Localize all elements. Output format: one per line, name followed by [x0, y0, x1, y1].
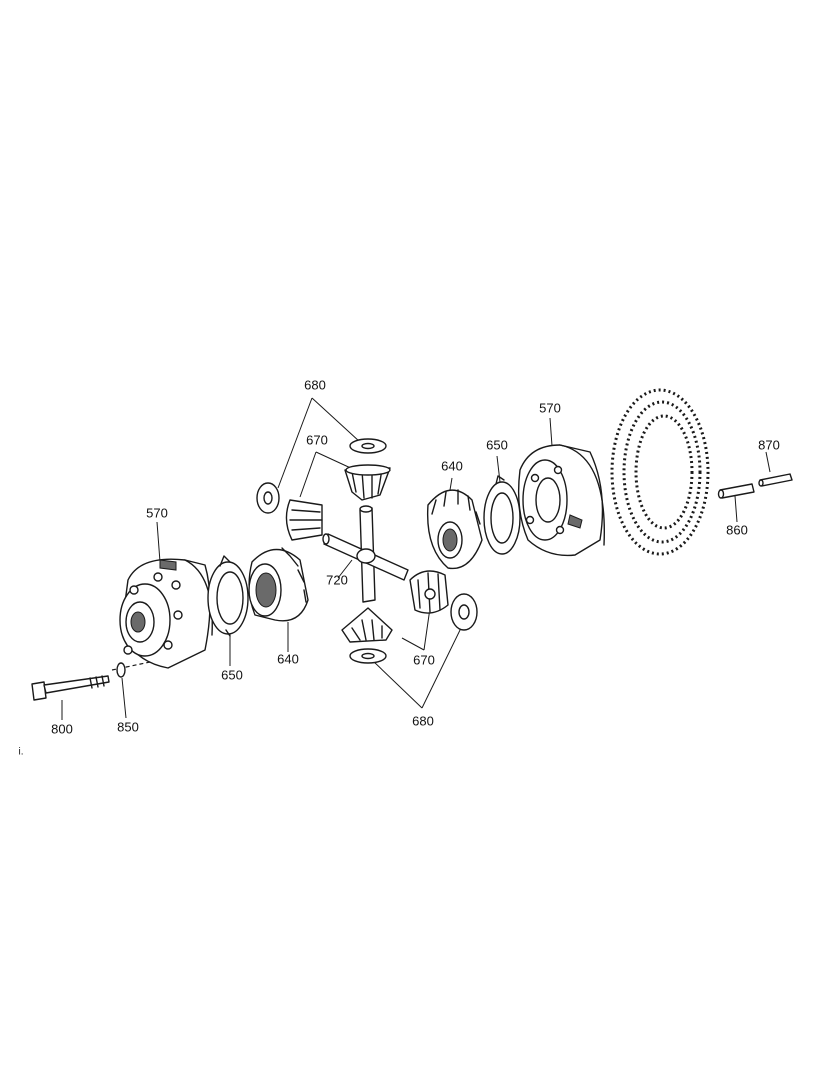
leader-lines — [61, 397, 771, 720]
callout-670-top: 670 — [306, 432, 328, 448]
bolt-800 — [31, 675, 110, 701]
callout-680-bottom: 680 — [412, 713, 434, 729]
stray-mark: i. — [18, 746, 24, 758]
left-pinion-gear — [285, 499, 323, 541]
left-gasket — [207, 555, 249, 637]
bottom-thrust-washer — [349, 648, 387, 664]
callout-850: 850 — [117, 719, 139, 735]
top-thrust-washer — [349, 438, 387, 454]
top-pinion-gear — [344, 464, 391, 501]
washer-850 — [116, 662, 126, 678]
callout-570-left: 570 — [146, 505, 168, 521]
callout-650-left: 650 — [221, 667, 243, 683]
callout-650-right: 650 — [486, 437, 508, 453]
left-side-gear — [248, 547, 309, 622]
pinion-cross-shaft — [322, 505, 409, 603]
bottom-pinion-gear — [341, 607, 393, 643]
callout-640-left: 640 — [277, 651, 299, 667]
callout-870: 870 — [758, 437, 780, 453]
pin-860 — [717, 483, 755, 499]
right-thrust-washer — [450, 593, 478, 631]
callout-570-right: 570 — [539, 400, 561, 416]
callout-720: 720 — [326, 572, 348, 588]
left-thrust-washer — [256, 482, 280, 514]
callout-640-right: 640 — [441, 458, 463, 474]
right-side-gear — [426, 489, 483, 570]
callout-670-bottom: 670 — [413, 652, 435, 668]
right-pinion-gear — [409, 570, 449, 614]
callout-800: 800 — [51, 721, 73, 737]
callout-860: 860 — [726, 522, 748, 538]
right-gasket — [483, 475, 521, 555]
callout-680-top: 680 — [304, 377, 326, 393]
pin-870 — [758, 473, 793, 487]
left-differential-housing — [119, 558, 213, 669]
right-differential-housing — [517, 444, 606, 557]
ring-gear — [610, 388, 710, 556]
